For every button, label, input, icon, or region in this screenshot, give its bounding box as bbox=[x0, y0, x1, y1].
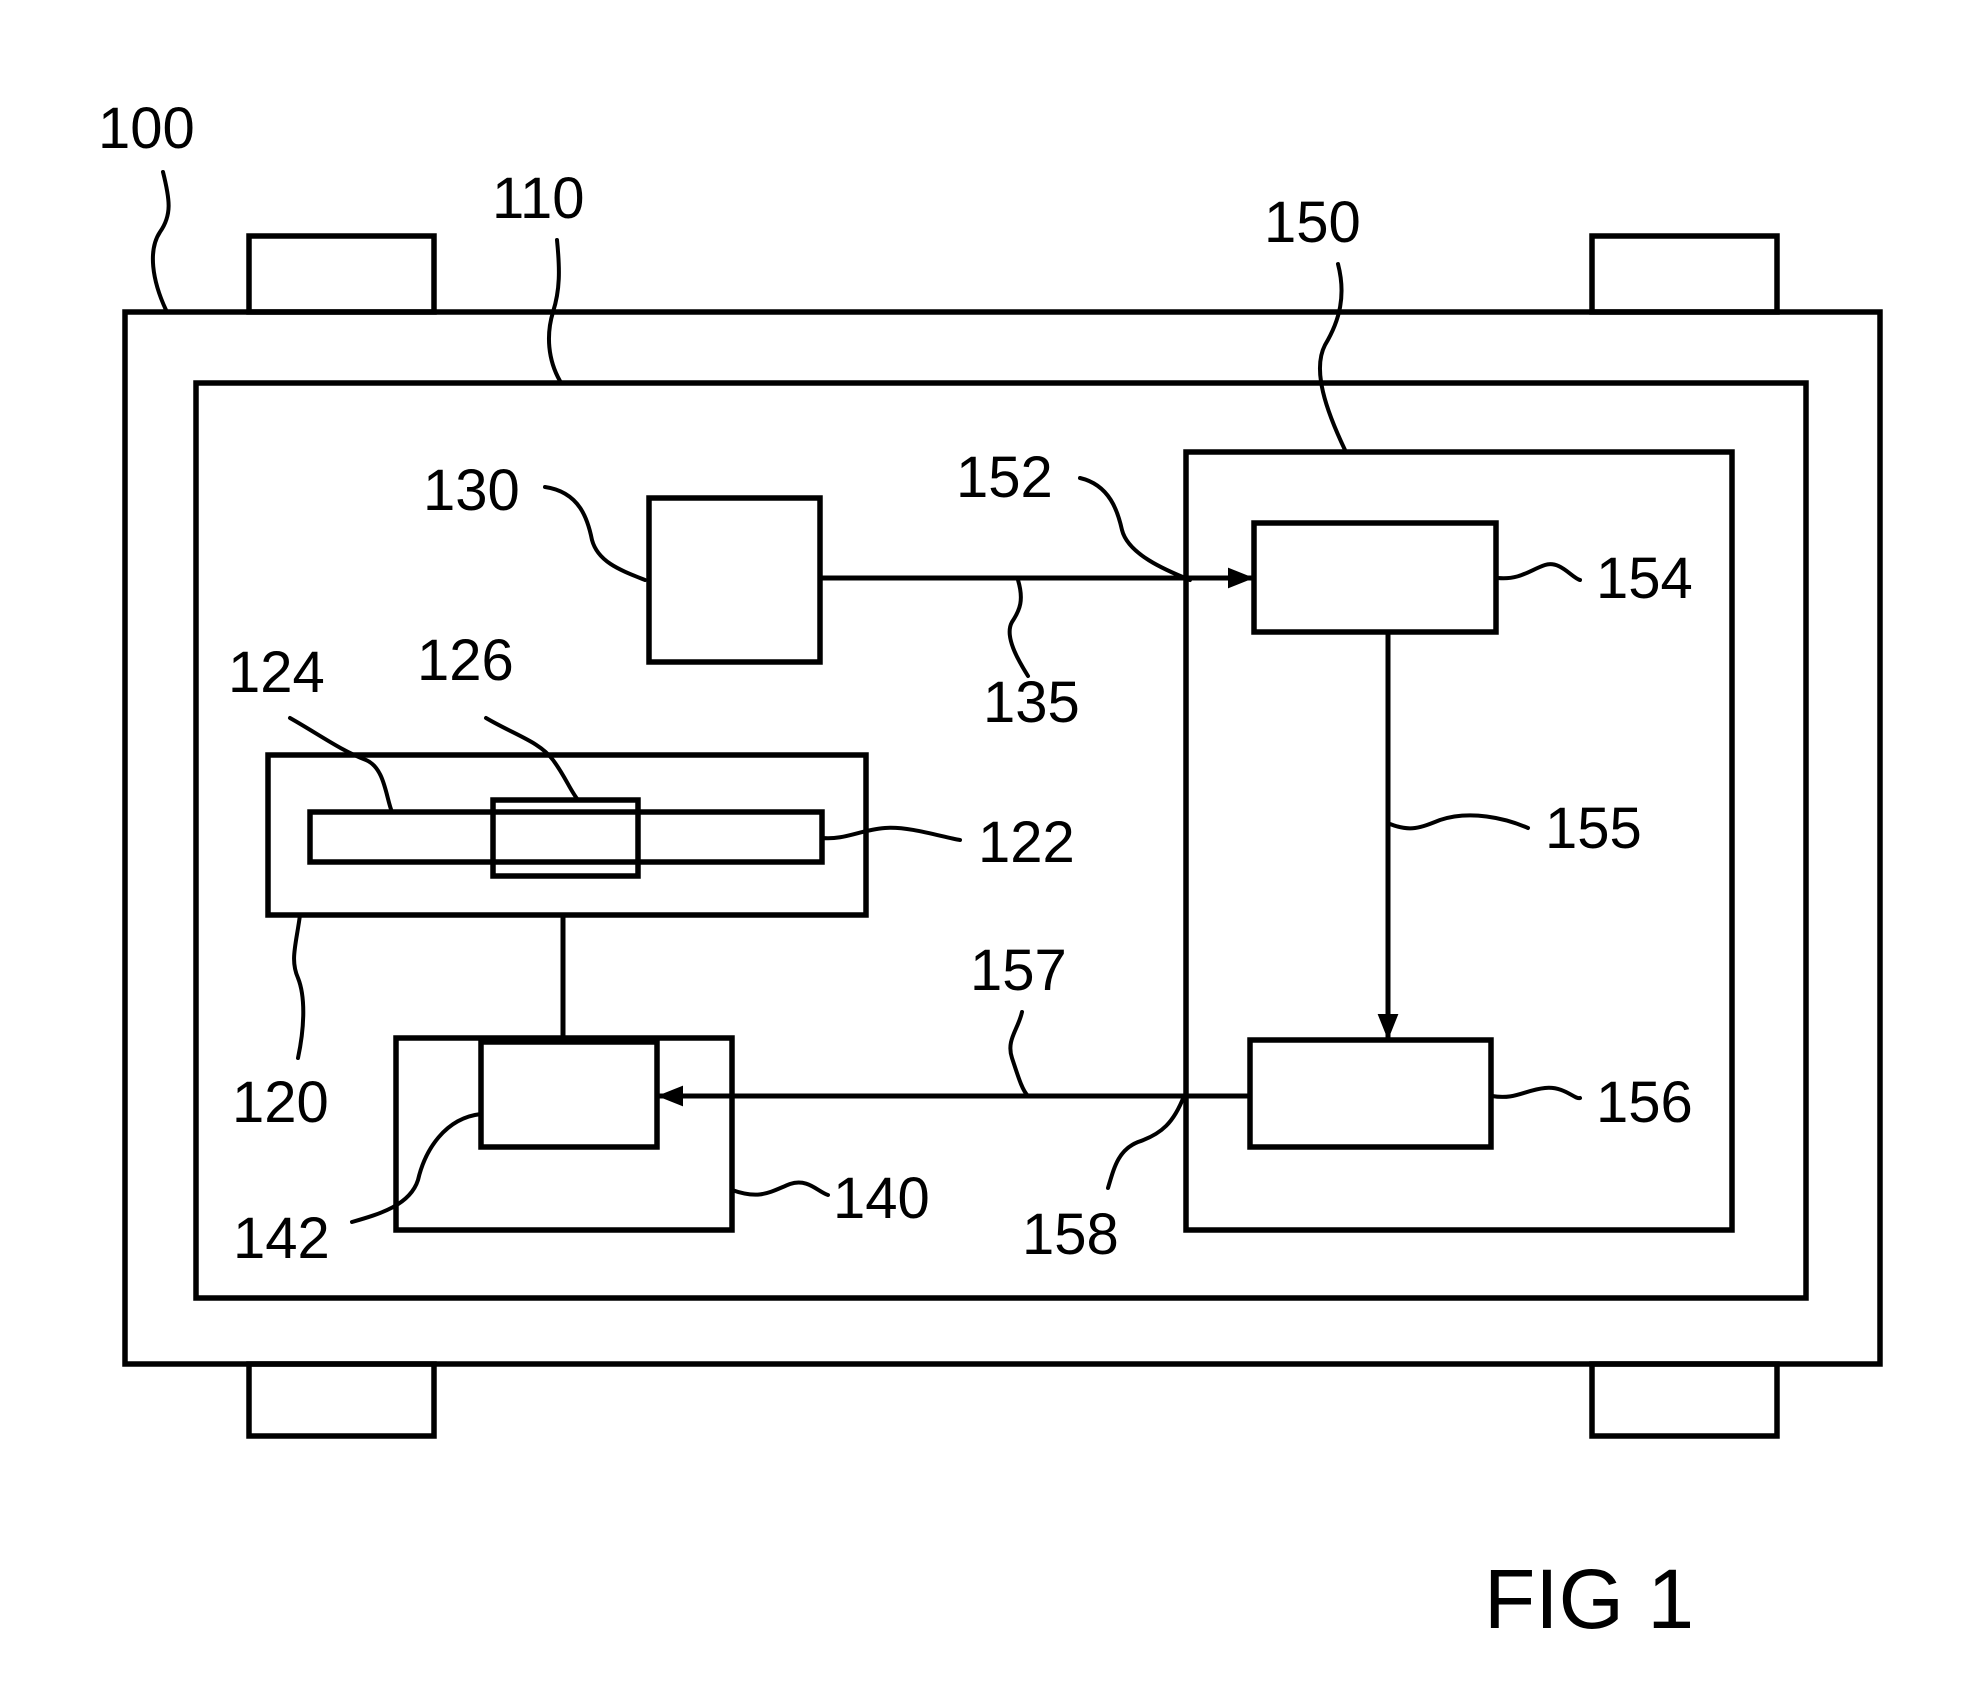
ref-124: 124 bbox=[228, 640, 325, 705]
ref-150: 150 bbox=[1264, 190, 1361, 255]
leader-142 bbox=[350, 1112, 483, 1224]
leader-122 bbox=[820, 825, 962, 842]
ref-110: 110 bbox=[492, 166, 584, 231]
ref-154: 154 bbox=[1596, 546, 1693, 611]
block-156 bbox=[1247, 1037, 1494, 1150]
ref-157: 157 bbox=[970, 938, 1067, 1003]
ref-156: 156 bbox=[1596, 1070, 1693, 1135]
ref-122: 122 bbox=[978, 810, 1075, 875]
block-154 bbox=[1251, 520, 1499, 635]
leader-126 bbox=[484, 716, 580, 802]
controller-150 bbox=[1183, 449, 1735, 1233]
leader-158 bbox=[1106, 1094, 1186, 1190]
leader-152 bbox=[1078, 476, 1192, 582]
ref-120: 120 bbox=[232, 1070, 329, 1135]
leader-140 bbox=[730, 1180, 830, 1197]
bottom-right-tab bbox=[1589, 1361, 1780, 1439]
leader-156 bbox=[1490, 1085, 1582, 1101]
leader-124 bbox=[288, 716, 394, 814]
ref-152: 152 bbox=[956, 445, 1053, 510]
outer-housing-100 bbox=[122, 309, 1883, 1367]
slider-126 bbox=[490, 797, 641, 879]
subunit-142 bbox=[478, 1039, 660, 1150]
ref-130: 130 bbox=[423, 458, 520, 523]
leader-150 bbox=[1317, 262, 1347, 452]
leader-120 bbox=[292, 913, 306, 1060]
unit-140 bbox=[393, 1035, 735, 1233]
leader-135 bbox=[1007, 578, 1030, 678]
ref-158: 158 bbox=[1022, 1202, 1119, 1267]
block-130 bbox=[646, 495, 823, 665]
ref-135: 135 bbox=[983, 670, 1080, 735]
leader-157 bbox=[1008, 1010, 1030, 1098]
ref-140: 140 bbox=[833, 1166, 930, 1231]
leader-130 bbox=[543, 485, 647, 582]
ref-142: 142 bbox=[233, 1206, 330, 1271]
bottom-left-tab bbox=[246, 1361, 437, 1439]
ref-100: 100 bbox=[98, 96, 195, 161]
ref-126: 126 bbox=[417, 628, 514, 693]
ref-155: 155 bbox=[1545, 796, 1642, 861]
inner-frame-110 bbox=[193, 380, 1809, 1301]
top-right-tab bbox=[1589, 233, 1780, 315]
leader-154 bbox=[1496, 562, 1582, 582]
figure-label: FIG 1 bbox=[1484, 1552, 1694, 1646]
component-120 bbox=[265, 752, 869, 918]
leader-100 bbox=[150, 170, 171, 312]
top-left-tab bbox=[246, 233, 437, 315]
leader-155 bbox=[1388, 813, 1530, 831]
rod-122 bbox=[307, 809, 825, 865]
leader-110 bbox=[547, 238, 562, 383]
